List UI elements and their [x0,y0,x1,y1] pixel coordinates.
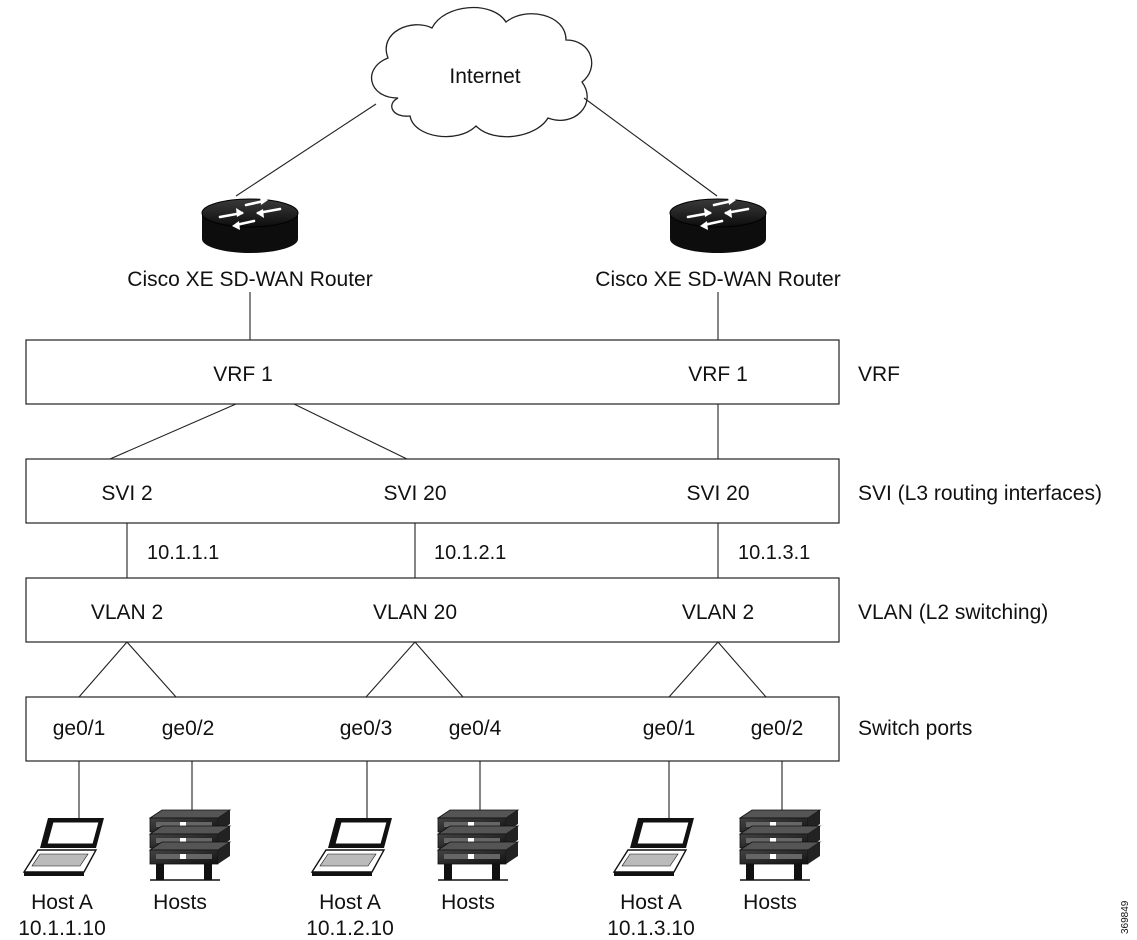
switch-port: ge0/2 [161,717,215,740]
svi-item: SVI 20 [383,482,447,505]
server-stack-icon [148,809,232,881]
switch-port: ge0/4 [448,717,502,740]
figure-id: 369849 [1120,900,1131,934]
switch-ports-layer-label: Switch ports [858,717,973,740]
vrf-item: VRF 1 [213,363,273,386]
server-stack-icon [436,809,520,881]
vrf-layer-label: VRF [858,363,900,386]
svi-address: 10.1.2.1 [434,542,507,564]
switch-port: ge0/1 [642,717,696,740]
router-label: Cisco XE SD-WAN Router [127,268,373,291]
svi-layer-label: SVI (L3 routing interfaces) [858,482,1102,505]
router-label: Cisco XE SD-WAN Router [595,268,841,291]
laptop-icon [612,818,694,876]
switch-port: ge0/2 [750,717,804,740]
svi-address: 10.1.3.1 [738,542,811,564]
laptop-icon [310,818,392,876]
switch-port: ge0/3 [339,717,393,740]
router-icon [201,196,299,253]
internet-label: Internet [449,65,521,88]
vrf-item: VRF 1 [688,363,748,386]
laptop-icon [22,818,104,876]
vlan-item: VLAN 20 [372,601,458,624]
vlan-layer-label: VLAN (L2 switching) [858,601,1049,624]
vlan-item: VLAN 2 [90,601,164,624]
svi-layer-box [25,458,840,524]
switch-ports-layer-box [25,696,840,762]
host-ip: 10.1.3.10 [607,917,695,940]
host-name: Hosts [153,891,207,914]
svi-item: SVI 2 [101,482,153,505]
svi-item: SVI 20 [686,482,750,505]
host-ip: 10.1.1.10 [18,917,106,940]
host-name: Hosts [441,891,495,914]
svi-address: 10.1.1.1 [147,542,220,564]
link-internet-router-2 [583,97,718,197]
host-ip: 10.1.2.10 [306,917,394,940]
host-name: Host A [31,891,93,914]
internet-cloud-icon [370,6,593,138]
host-name: Host A [319,891,381,914]
host-name: Hosts [743,891,797,914]
link-internet-router-1 [235,103,377,197]
router-icon [669,196,767,253]
vlan-item: VLAN 2 [681,601,755,624]
switch-port: ge0/1 [52,717,106,740]
vrf-layer-box [25,339,840,405]
vlan-layer-box [25,577,840,643]
server-stack-icon [738,809,822,881]
host-name: Host A [620,891,682,914]
